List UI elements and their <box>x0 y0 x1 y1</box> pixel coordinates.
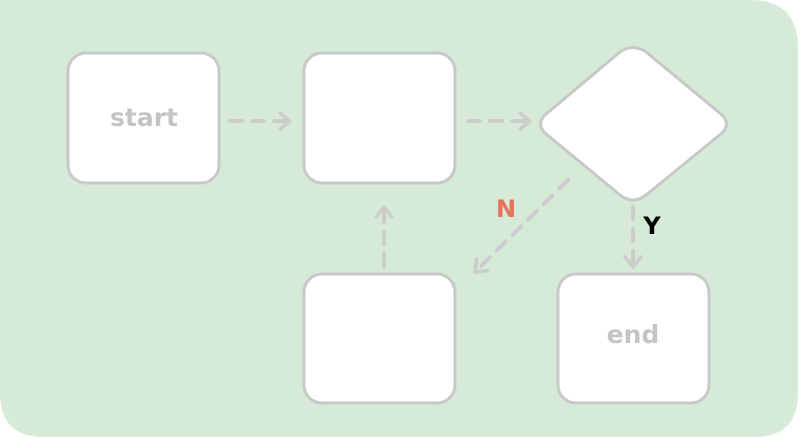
node-decision <box>539 46 728 202</box>
branch-label-no: N <box>496 195 516 223</box>
node-process-top <box>302 51 457 185</box>
node-process-bottom <box>302 272 457 405</box>
connectors <box>228 111 643 274</box>
node-process-bottom-box <box>302 272 457 405</box>
node-end-box <box>556 272 711 405</box>
node-end: end <box>556 272 711 405</box>
arrow-decision-no-to-bottom <box>473 178 570 274</box>
node-start-label: start <box>110 103 178 132</box>
node-start: start <box>66 51 221 185</box>
branch-label-yes: Y <box>642 212 661 240</box>
node-end-label: end <box>607 320 660 349</box>
node-process-top-box <box>302 51 457 185</box>
node-decision-diamond <box>539 46 728 202</box>
node-start-box <box>66 51 221 185</box>
